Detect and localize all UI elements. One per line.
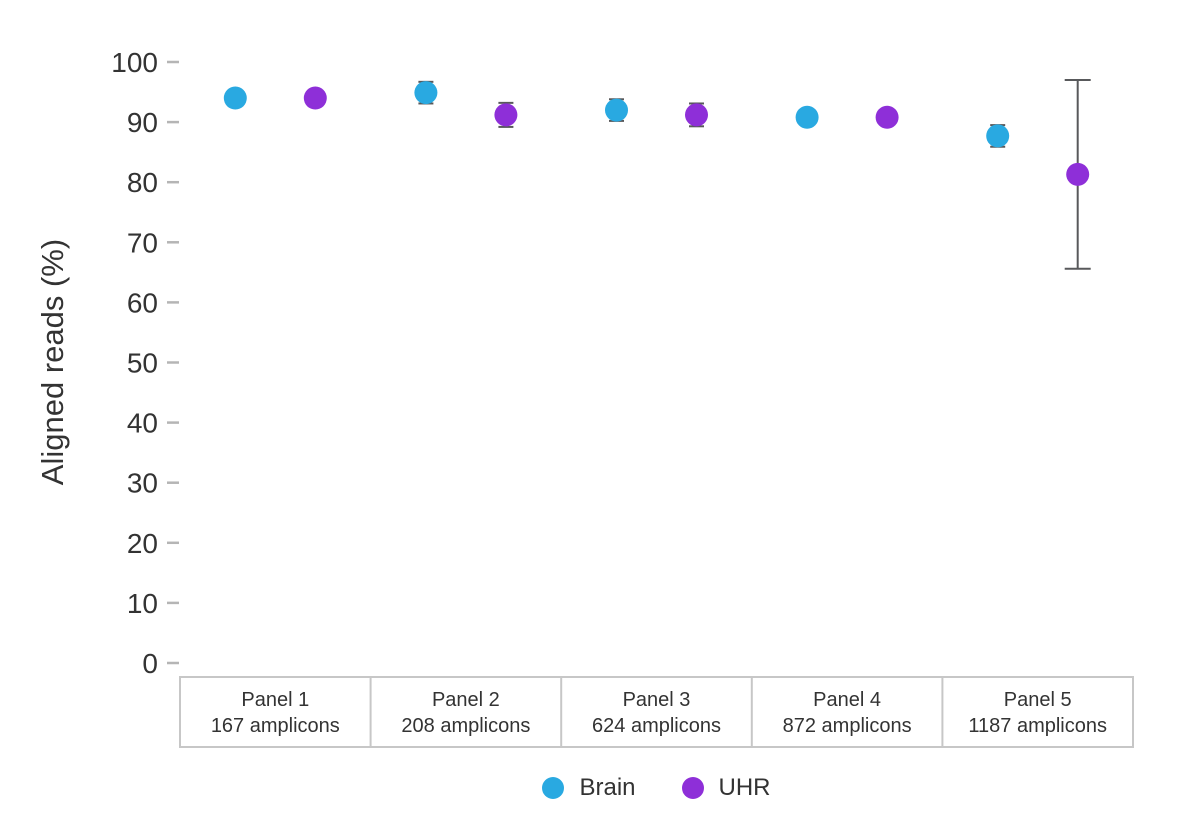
y-tick-label: 10 bbox=[127, 588, 158, 619]
uhr-series-dot bbox=[681, 777, 704, 799]
brain-series-dot bbox=[542, 777, 565, 799]
legend-item-uhr: UHR bbox=[681, 774, 771, 802]
y-tick-label: 30 bbox=[127, 468, 158, 499]
category-sublabel: 624 amplicons bbox=[592, 715, 721, 737]
category-sublabel: 1187 amplicons bbox=[968, 715, 1107, 737]
brain-data-point bbox=[795, 105, 819, 129]
uhr-data-point bbox=[1066, 162, 1090, 186]
legend-label-uhr: UHR bbox=[718, 774, 771, 801]
brain-data-point bbox=[414, 81, 438, 105]
category-box bbox=[179, 676, 1134, 748]
y-tick-label: 80 bbox=[127, 167, 158, 198]
y-tick-label: 20 bbox=[127, 528, 158, 559]
y-tick-label: 60 bbox=[127, 287, 158, 318]
y-axis-label: Aligned reads (%) bbox=[35, 238, 70, 486]
y-tick-label: 40 bbox=[127, 408, 158, 439]
legend-label-brain: Brain bbox=[579, 774, 636, 801]
category-sublabel: 208 amplicons bbox=[401, 715, 530, 737]
y-tick-label: 100 bbox=[111, 47, 158, 78]
category-label: Panel 2 bbox=[432, 689, 500, 711]
y-tick-label: 70 bbox=[127, 227, 158, 258]
y-tick-label: 90 bbox=[127, 107, 158, 138]
uhr-data-point bbox=[875, 105, 899, 129]
brain-data-point bbox=[223, 86, 247, 110]
category-label: Panel 5 bbox=[1004, 689, 1072, 711]
brain-data-point bbox=[986, 124, 1010, 148]
uhr-data-point bbox=[494, 103, 518, 127]
uhr-data-point bbox=[303, 86, 327, 110]
brain-data-point bbox=[605, 98, 628, 122]
uhr-data-point bbox=[685, 103, 708, 127]
y-tick-label: 0 bbox=[142, 648, 158, 679]
category-label: Panel 3 bbox=[623, 689, 691, 711]
legend-item-brain: Brain bbox=[542, 774, 636, 802]
category-sublabel: 167 amplicons bbox=[211, 715, 340, 737]
category-label: Panel 4 bbox=[813, 689, 881, 711]
y-tick-label: 50 bbox=[127, 348, 158, 379]
category-label: Panel 1 bbox=[241, 689, 309, 711]
chart-legend: Brain UHR bbox=[180, 770, 1133, 806]
category-sublabel: 872 amplicons bbox=[783, 715, 912, 737]
